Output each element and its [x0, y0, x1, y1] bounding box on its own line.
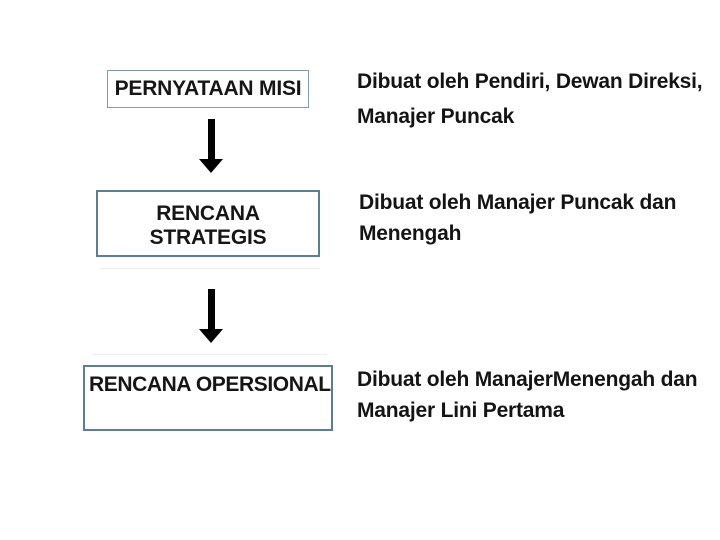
- note-pernyataan-misi: Dibuat oleh Pendiri, Dewan Direksi, Mana…: [357, 64, 703, 134]
- note-line: Dibuat oleh Manajer Puncak dan: [359, 191, 677, 214]
- box-rencana-strategis: RENCANA STRATEGIS: [96, 190, 320, 257]
- down-arrow-icon: [208, 289, 215, 330]
- box-rencana-opersional-label: RENCANA OPERSIONAL: [89, 373, 331, 396]
- note-line: Dibuat oleh ManajerMenengah dan: [357, 368, 698, 391]
- note-line: Menengah: [359, 222, 462, 245]
- divider-line: [100, 268, 320, 269]
- note-rencana-strategis: Dibuat oleh Manajer Puncak dan Menengah: [359, 187, 676, 249]
- box-pernyataan-misi-label: PERNYATAAN MISI: [114, 77, 302, 100]
- box-pernyataan-misi: PERNYATAAN MISI: [107, 70, 309, 108]
- divider-line: [93, 354, 327, 355]
- down-arrow-head-icon: [199, 159, 223, 173]
- note-rencana-opersional: Dibuat oleh ManajerMenengah dan Manajer …: [357, 364, 698, 426]
- box-rencana-strategis-label-line2: STRATEGIS: [149, 226, 267, 249]
- note-line: Manajer Puncak: [357, 105, 515, 128]
- note-line: Dibuat oleh Pendiri, Dewan Direksi,: [357, 70, 703, 93]
- down-arrow-icon: [208, 119, 215, 160]
- note-line: Manajer Lini Pertama: [357, 399, 565, 422]
- box-rencana-opersional: RENCANA OPERSIONAL: [83, 365, 333, 431]
- box-rencana-strategis-label-line1: RENCANA: [156, 202, 260, 225]
- down-arrow-head-icon: [199, 329, 223, 343]
